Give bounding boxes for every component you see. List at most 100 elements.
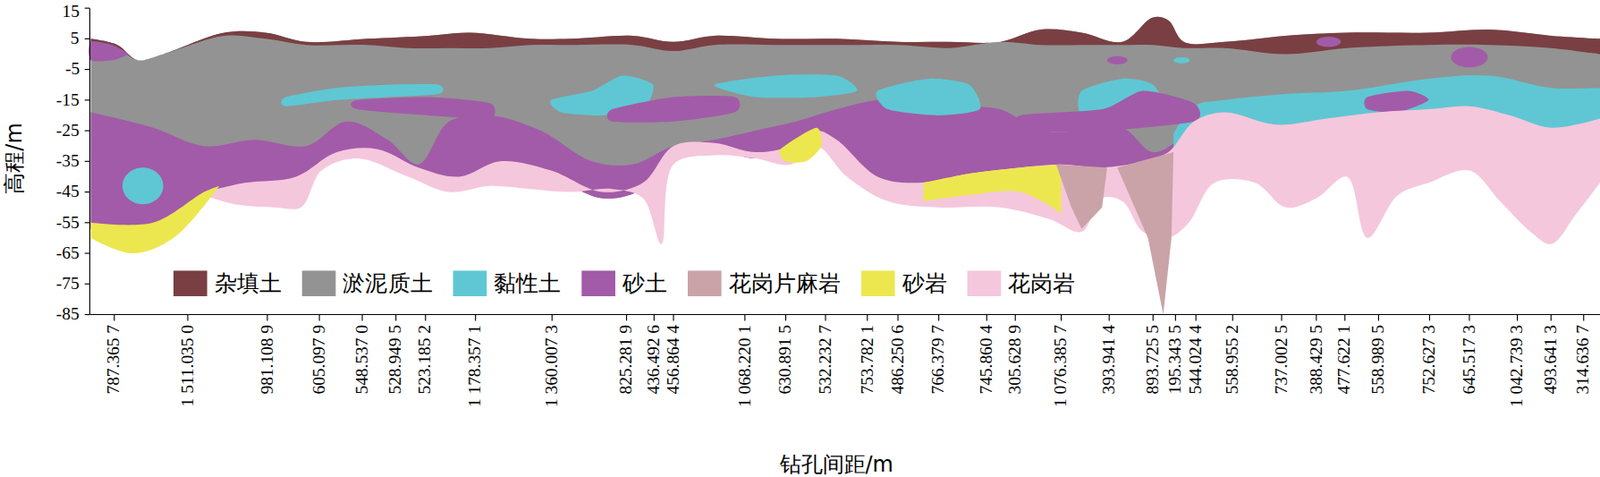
x-tick [1583,314,1584,322]
x-tick [113,314,115,322]
x-tick [672,314,674,322]
x-tick [626,314,627,322]
legend-label: 花岗片麻岩 [728,270,842,297]
axis-tick-label: 1 076.385 7 [1050,324,1072,407]
axis-tick-label: 388.429 5 [1305,324,1327,395]
x-tick [1516,314,1518,322]
gneiss-body [1117,152,1174,314]
axis-tick-label: 605.097 9 [309,324,331,395]
x-tick [744,314,745,322]
x-tick [424,314,426,322]
axis-tick-label: 1 042.739 3 [1506,324,1528,407]
x-tick [1344,314,1346,322]
y-tick [84,8,91,9]
x-tick [986,314,988,322]
axis-tick-label: 787.365 7 [103,324,125,395]
axis-tick-label: 558.955 2 [1222,324,1244,395]
y-tick [84,99,91,101]
axis-tick-label: 630.891 5 [775,324,796,395]
axis-tick-label: -25 [56,120,80,141]
x-tick [866,314,868,322]
axis-tick-label: 753.782 1 [856,324,878,395]
axis-tick-label: -65 [56,243,80,263]
axis-tick-label: 15 [62,1,80,22]
legend-label: 黏性土 [493,270,561,297]
x-tick [1468,314,1470,322]
axis-tick-label: 548.537 0 [352,324,373,395]
x-tick [1429,314,1431,322]
axis-tick-label: 1 068.220 1 [734,324,755,407]
clay-lens [714,74,858,98]
x-tick [395,314,397,322]
axis-tick-label: 436.492 6 [643,324,665,395]
y-tick [84,130,91,132]
axis-tick-label: 745.860 4 [976,324,998,395]
clay-lens [122,167,164,204]
clay-lens [1173,57,1190,64]
x-tick [1175,314,1177,322]
fill-layer [91,16,1600,61]
y-tick [84,191,91,193]
sand-lens [1013,91,1201,133]
sand-lens [1107,56,1128,65]
axis-tick-label: 393.941 4 [1099,324,1120,395]
x-axis [89,313,1600,315]
x-tick [1378,314,1380,322]
y-tick [84,160,91,162]
sand-lens [1316,36,1341,47]
legend-swatch [173,270,208,297]
legend-swatch [581,270,616,297]
axis-tick-label: 305.628 9 [1005,324,1026,395]
legend-label: 花岗岩 [1007,270,1076,297]
axis-tick-label: 5 [70,28,80,49]
axis-tick-label: 893.725 5 [1142,324,1164,395]
legend-label: 砂岩 [902,270,948,297]
axis-tick-label: -5 [65,59,80,79]
y-tick [84,38,91,40]
axis-tick-label: 825.281 9 [616,324,637,395]
x-tick [1195,314,1197,322]
x-tick [897,314,898,322]
axis-tick-label: 528.949 5 [385,324,407,395]
axis-tick-label: 456.864 4 [663,324,685,395]
x-tick [653,314,655,322]
x-tick [266,314,268,322]
y-tick [84,313,91,315]
axis-tick-label: 981.108 9 [257,324,279,395]
axis-tick-label: 493.641 3 [1540,324,1562,395]
y-tick [84,283,91,285]
axis-tick-label: 558.989 5 [1368,324,1389,395]
axis-tick-label: -15 [56,89,80,110]
axis-tick-label: 544.024 4 [1185,324,1207,395]
axis-tick-label: 1 360.007 3 [541,324,563,407]
legend-label: 砂土 [622,270,668,297]
legend-swatch [967,270,1002,297]
axis-tick-label: 486.250 6 [888,324,909,395]
clay-lens [876,78,982,116]
sand-lens [350,96,495,119]
legend-swatch [861,270,896,297]
y-tick [84,252,91,254]
x-tick [1232,314,1234,322]
axis-tick-label: -55 [56,211,80,232]
sand-lens [88,41,127,61]
axis-tick-label: 645.517 3 [1459,324,1481,395]
x-tick [1060,314,1062,322]
x-tick [186,314,188,322]
legend-swatch [687,270,722,297]
x-tick [938,314,940,322]
axis-tick-label: 1 178.357 1 [465,324,486,407]
y-tick [84,221,91,223]
legend-label: 杂填土 [214,270,282,297]
x-tick [785,314,787,322]
axis-tick-label: 523.185 2 [414,324,436,395]
x-tick [1280,314,1282,322]
x-tick [551,314,553,322]
axis-tick-label: 532.232 7 [815,324,837,395]
legend-swatch [302,270,337,297]
axis-tick-label: -45 [56,181,80,202]
axis-tick-label: 766.379 7 [928,324,949,395]
sand-lens [1450,47,1488,68]
axis-tick-label: -35 [56,151,80,171]
